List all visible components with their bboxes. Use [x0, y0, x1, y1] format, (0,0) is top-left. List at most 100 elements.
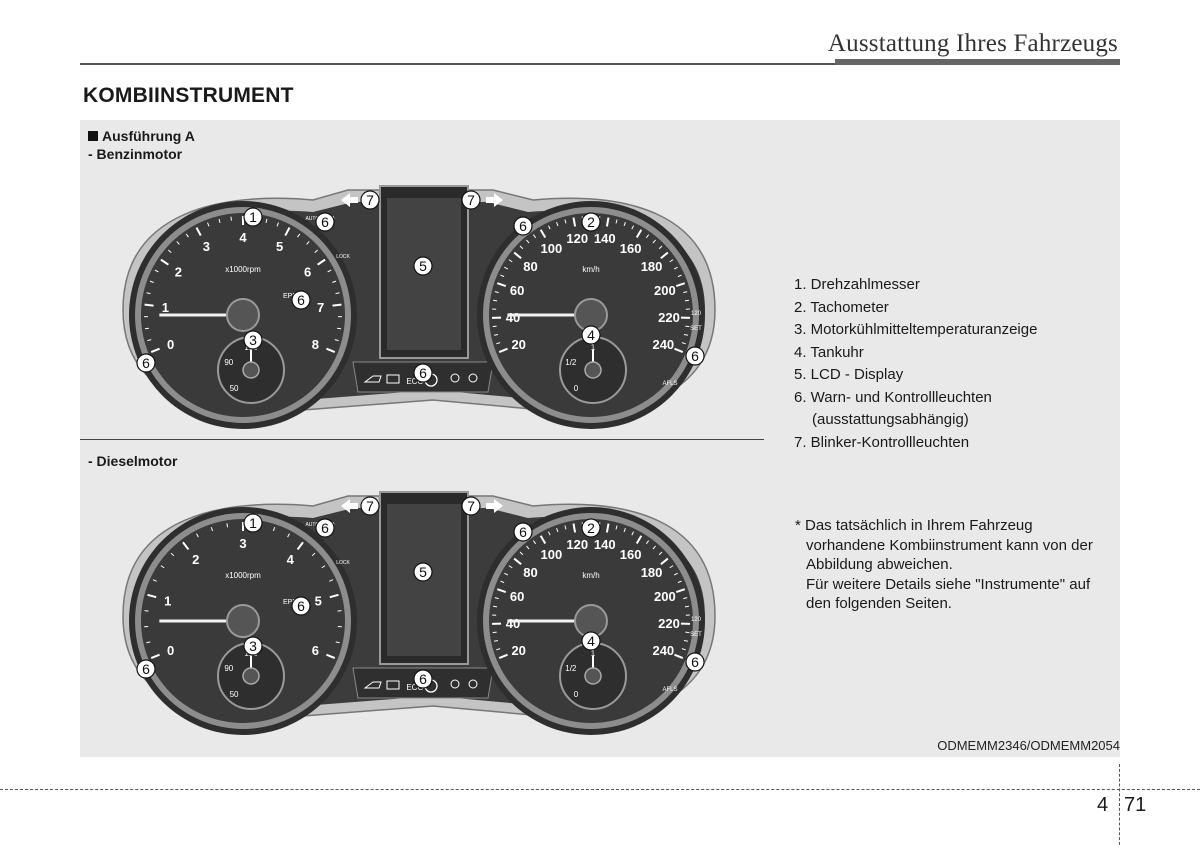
tachometer-rpm-tick [329, 579, 334, 582]
speedometer-tick [658, 245, 663, 250]
speedometer-tick [677, 580, 682, 584]
speedometer-tick [496, 342, 501, 345]
callout-circle [360, 190, 380, 210]
tachometer-rpm-tick [326, 653, 336, 660]
callout-number: 4 [587, 633, 595, 649]
callout-number: 2 [587, 520, 595, 536]
speedometer-tick [508, 565, 513, 569]
tachometer-rpm-tick [146, 641, 151, 644]
note-line: Abbildung abweichen. [806, 556, 953, 573]
tachometer-rpm-tick [160, 565, 165, 569]
callout-number: 1 [249, 515, 257, 531]
speedometer-tick [547, 225, 551, 230]
variant-label: Ausführung A [88, 126, 195, 146]
speedometer-tick [684, 299, 689, 302]
speedometer-tick [494, 291, 499, 294]
speedometer-tick [669, 565, 674, 569]
callout-marker: 3 [243, 636, 263, 656]
callout-circle [685, 652, 705, 672]
tachometer-rpm-tick [144, 303, 154, 307]
callout-number: 3 [249, 638, 257, 654]
callout-circle [461, 496, 481, 516]
callout-circle [360, 496, 380, 516]
speedometer-tick [658, 551, 663, 556]
disclaimer-note: * Das tatsächlich in Ihrem Fahrzeug vorh… [795, 516, 1093, 614]
note-line: den folgenden Seiten. [806, 595, 952, 612]
callout-number: 6 [691, 654, 699, 670]
tachometer-rpm-tick [144, 327, 149, 330]
tachometer-rpm-tick [332, 303, 342, 307]
header-rule [80, 63, 1120, 65]
tachometer-rpm-tick [210, 527, 214, 532]
callout-number: 4 [587, 327, 595, 343]
tachometer-rpm-tick [152, 579, 157, 582]
tachometer-rpm-unit-label: x1000rpm [225, 265, 261, 274]
fuel-gauge-hub [584, 361, 602, 379]
speedometer-tick [539, 535, 547, 544]
speedometer-tick [615, 525, 618, 530]
callout-circle [243, 207, 263, 227]
callout-marker: 6 [315, 212, 335, 232]
tachometer-rpm-tick [218, 218, 221, 223]
afls-indicator-label: AFLS [662, 381, 677, 387]
speedometer-tick [532, 234, 537, 239]
figure-divider [80, 439, 764, 440]
speedometer-tick [496, 588, 507, 594]
epb-indicator-label: EPB [283, 293, 297, 300]
speedometer-tick [673, 266, 678, 270]
tachometer-rpm-tick-label: 4 [239, 230, 247, 245]
tachometer-rpm-tick [332, 280, 337, 283]
battery-icon [386, 680, 400, 690]
callout-circle [243, 513, 263, 533]
speedometer-tick [623, 528, 626, 533]
tachometer-rpm-tick [335, 641, 340, 644]
tachometer-rpm-tick [150, 347, 160, 354]
seatbelt-icon [450, 373, 460, 383]
callout-marker: 1 [243, 513, 263, 533]
epb-indicator-label: EPB [283, 599, 297, 606]
fuel-gauge-tick-label: 1 [591, 343, 596, 352]
speedometer-tick [669, 259, 674, 263]
tachometer-rpm-tick [160, 258, 169, 266]
speedometer-tick [674, 653, 684, 660]
callout-number: 6 [691, 348, 699, 364]
turn-right-arrow-icon [486, 193, 503, 207]
speedometer-tick [493, 639, 499, 642]
fuel-gauge-hub [584, 667, 602, 685]
callout-marker: 1 [243, 207, 263, 227]
speedometer-tick [652, 239, 656, 244]
speedometer-tick [564, 525, 567, 530]
speedometer-tick [564, 219, 567, 224]
speedometer-tick-label: 100 [541, 241, 563, 256]
callout-marker: 6 [291, 290, 311, 310]
tachometer-rpm-tick-label: 8 [312, 337, 319, 352]
tachometer-rpm-tick [150, 653, 160, 660]
callout-marker: 7 [461, 190, 481, 210]
speedometer-tick-label: 120 [566, 537, 588, 552]
tachometer-rpm-hub [226, 298, 260, 332]
speedometer-tick [547, 531, 551, 536]
speedometer-tick-label: 100 [541, 547, 563, 562]
tachometer-rpm-tick [326, 347, 336, 354]
callout-number: 5 [419, 564, 427, 580]
callout-marker: 6 [291, 596, 311, 616]
speedometer-tick [572, 217, 577, 227]
speedometer-tick-label: 160 [620, 547, 642, 562]
note-line: * Das tatsächlich in Ihrem Fahrzeug [795, 517, 1033, 534]
speedometer-tick-label: 60 [510, 589, 524, 604]
callout-circle [243, 636, 263, 656]
speedometer-tick [493, 605, 498, 608]
callout-number: 7 [467, 192, 475, 208]
speedometer-tick [673, 572, 678, 576]
afls-indicator-label: AFLS [662, 687, 677, 693]
speedometer-tick [504, 266, 509, 270]
legend-item: 5. LCD - Display [794, 366, 904, 383]
tachometer-rpm-tick [226, 523, 229, 528]
speedometer-tick [615, 219, 618, 224]
chapter-title: Ausstattung Ihres Fahrzeugs [827, 30, 1118, 57]
legend-item: 7. Blinker-Kontrollleuchten [794, 433, 970, 451]
speedometer-tick [674, 347, 684, 354]
callout-circle [315, 518, 335, 538]
speedometer-tick [675, 282, 686, 288]
speedometer-tick [631, 225, 635, 230]
